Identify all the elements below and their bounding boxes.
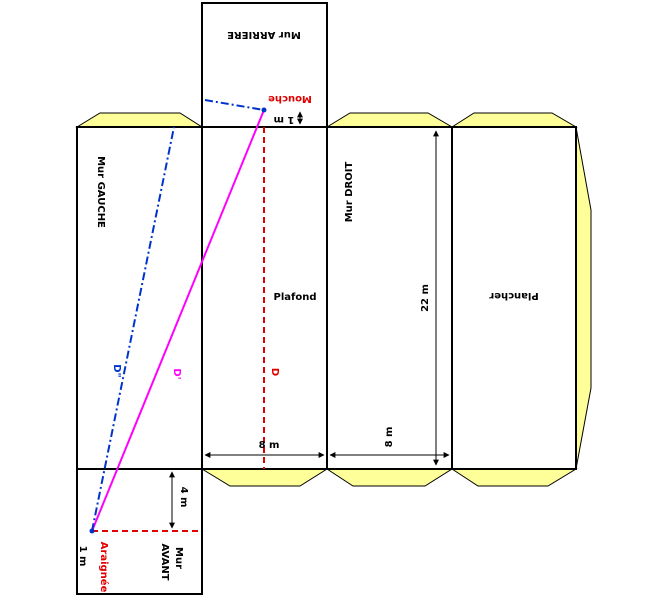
flap-bottom-plafond xyxy=(200,468,329,487)
label-mur-avant-1: Mur xyxy=(173,547,184,569)
path-d xyxy=(92,127,265,532)
flap-right-plancher xyxy=(575,126,592,470)
dimension-lines xyxy=(169,111,450,529)
dim-22m-label: 22 m xyxy=(420,284,431,312)
dim-8m-plafond-label: 8 m xyxy=(259,440,280,451)
dim-4m-label: 4 m xyxy=(178,487,189,508)
label-mur-gauche: Mur GAUCHE xyxy=(95,156,106,228)
label-araignee: Araignée xyxy=(98,542,110,593)
path-d-double xyxy=(91,99,265,532)
flap-top-plancher xyxy=(450,112,578,128)
face-mur-gauche xyxy=(76,126,203,470)
flap-top-gauche xyxy=(75,112,204,128)
dim-8m-droit-label: 8 m xyxy=(384,427,395,448)
flap-top-droit xyxy=(325,112,454,128)
label-mur-arriere: Mur ARRIERE xyxy=(227,29,301,40)
path-d-label: D xyxy=(269,368,280,376)
mouche-point xyxy=(261,107,267,113)
face-mur-droit xyxy=(326,126,453,470)
dim-1m-araignee-label: 1 m xyxy=(77,546,88,567)
flap-bottom-plancher xyxy=(450,468,578,487)
path-d-prime-label: D' xyxy=(171,368,182,379)
label-plancher: Plancher xyxy=(489,290,538,301)
face-plancher xyxy=(451,126,577,470)
dim-1m-mouche-label: 1 m xyxy=(274,114,295,125)
path-d-prime xyxy=(91,109,265,532)
label-mur-droit: Mur DROIT xyxy=(344,162,355,223)
araignee-point xyxy=(89,528,95,534)
flap-bottom-droit xyxy=(325,468,454,487)
path-d-double-label: D" xyxy=(111,364,122,378)
label-mouche: Mouche xyxy=(268,93,312,104)
label-mur-avant-2: AVANT xyxy=(159,543,170,580)
label-plafond: Plafond xyxy=(273,292,316,303)
